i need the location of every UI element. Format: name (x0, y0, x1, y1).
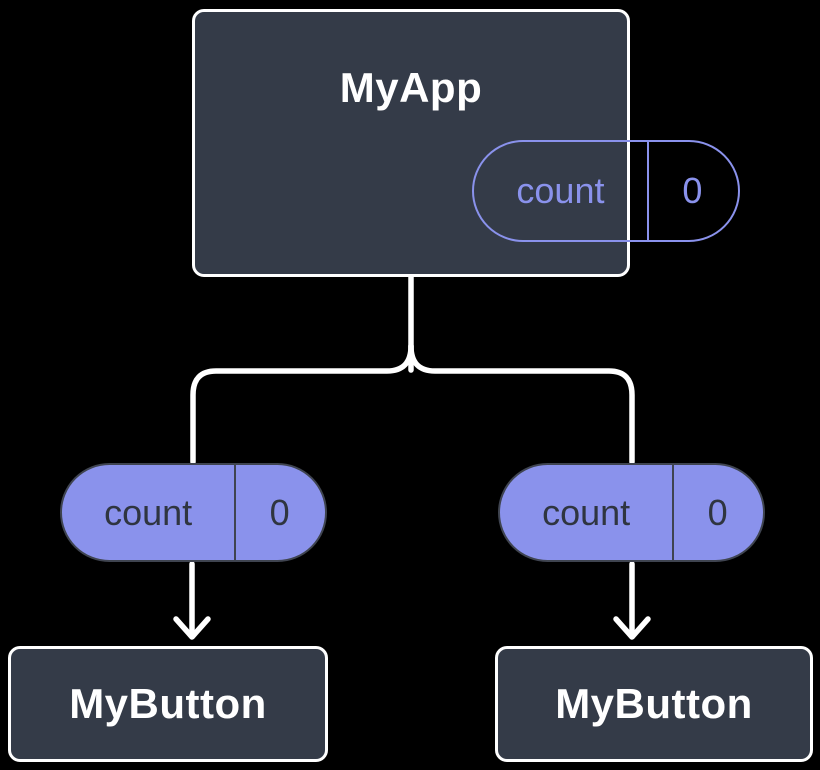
prop-label: count (104, 491, 193, 533)
node-mybutton-right-title: MyButton (555, 680, 753, 727)
prop-label: count (542, 491, 631, 533)
node-myapp: MyApp count 0 (192, 9, 740, 277)
branch-left (190, 343, 414, 465)
node-mybutton-left: MyButton (8, 646, 328, 762)
pill-divider (672, 465, 675, 560)
node-myapp-title: MyApp (339, 64, 483, 111)
prop-pill-left: count 0 (60, 463, 327, 562)
node-mybutton-right: MyButton (495, 646, 813, 762)
prop-value: 0 (269, 491, 290, 533)
prop-value: 0 (707, 491, 728, 533)
pill-divider (646, 142, 649, 240)
state-pill-myapp: count 0 (472, 140, 740, 242)
pill-divider (234, 465, 237, 560)
state-value: 0 (682, 170, 703, 211)
state-label: count (516, 170, 605, 211)
arrow-right-head (613, 616, 651, 640)
node-mybutton-left-title: MyButton (69, 680, 267, 727)
branch-right (408, 343, 635, 465)
prop-pill-right: count 0 (498, 463, 765, 562)
arrow-left-head (173, 616, 211, 640)
